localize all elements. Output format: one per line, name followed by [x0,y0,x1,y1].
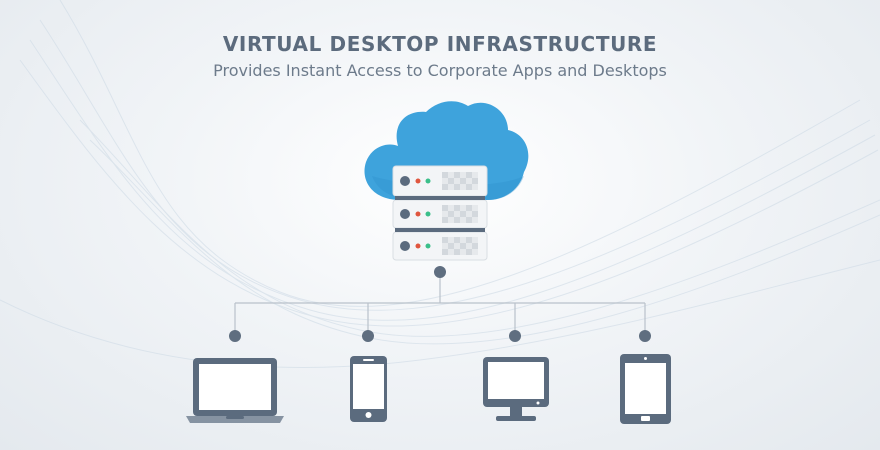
page-title: VIRTUAL DESKTOP INFRASTRUCTURE [222,32,658,56]
smartphone-icon [350,356,387,422]
hub-node [434,266,446,278]
laptop-icon [186,358,284,423]
server-unit-2 [400,205,478,223]
device-node-smartphone [362,330,374,342]
server-unit-3 [400,237,478,255]
device-node-desktop [509,330,521,342]
server-unit-1 [400,172,478,190]
server-rack-icon [392,165,488,261]
connector-lines [234,272,646,336]
tablet-icon [620,354,671,424]
desktop-monitor-icon [483,357,549,421]
device-node-laptop [229,330,241,342]
page-subtitle: Provides Instant Access to Corporate App… [213,61,667,80]
device-node-tablet [639,330,651,342]
